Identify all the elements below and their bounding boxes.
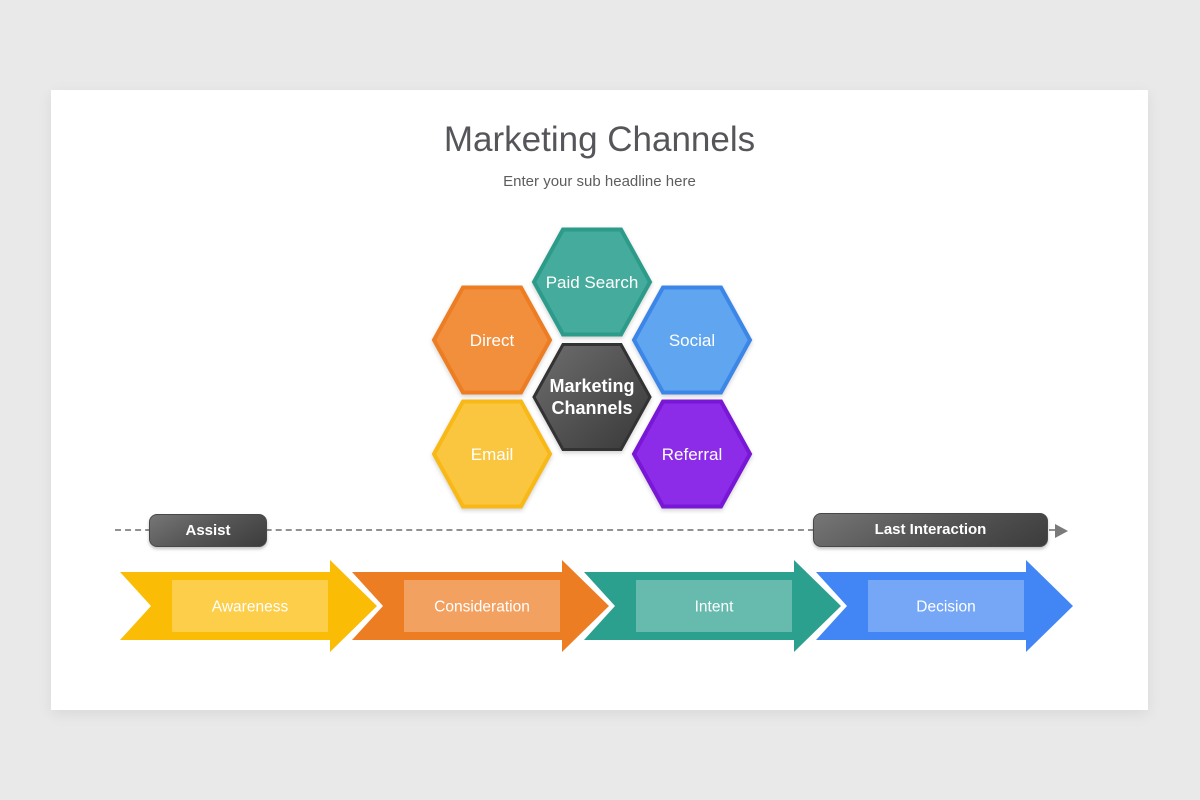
funnel-stage-decision: Decision — [808, 554, 1079, 658]
intent-inner-panel — [636, 580, 792, 632]
last-interaction-badge: Last Interaction — [813, 513, 1048, 547]
consideration-label: Consideration — [434, 599, 530, 616]
consideration-inner-panel — [404, 580, 560, 632]
awareness-arrow-shape — [112, 554, 383, 658]
hexagon-social-label: Social — [669, 331, 715, 350]
assist-badge: Assist — [149, 514, 267, 547]
timeline-arrowhead-icon — [1055, 524, 1068, 538]
decision-label: Decision — [916, 599, 975, 616]
decision-arrow-shape — [808, 554, 1079, 658]
hexagon-center-label-line1: Marketing — [549, 376, 634, 396]
funnel-stage-intent: Intent — [576, 554, 847, 658]
funnel-stage-awareness: Awareness — [112, 554, 383, 658]
slide-title: Marketing Channels — [443, 120, 756, 159]
awareness-inner-panel — [172, 580, 328, 632]
decision-inner-panel — [868, 580, 1024, 632]
hexagon-direct — [431, 285, 553, 395]
hexagon-email-label: Email — [471, 445, 514, 464]
hexagon-referral-label: Referral — [662, 445, 722, 464]
timeline-dashed-line — [115, 529, 1055, 531]
hexagon-cluster: Paid Search Direct Social Marketing Chan… — [431, 227, 753, 509]
hexagon-paid-search-label: Paid Search — [546, 273, 639, 292]
intent-arrow-shape — [576, 554, 847, 658]
funnel-arrows: Awareness Consideration Intent Decision — [112, 554, 1079, 658]
awareness-label: Awareness — [212, 599, 289, 616]
hexagon-social — [631, 285, 753, 395]
consideration-arrow-shape — [344, 554, 615, 658]
hexagon-marketing-channels — [532, 343, 652, 451]
funnel-stage-consideration: Consideration — [344, 554, 615, 658]
hexagon-paid-search — [531, 227, 653, 337]
intent-label: Intent — [695, 599, 734, 616]
hexagon-email — [431, 399, 553, 509]
slide-subtitle: Enter your sub headline here — [503, 173, 696, 190]
hexagon-direct-label: Direct — [470, 331, 515, 350]
hexagon-center-label-line2: Channels — [551, 398, 632, 418]
hexagon-referral — [631, 399, 753, 509]
